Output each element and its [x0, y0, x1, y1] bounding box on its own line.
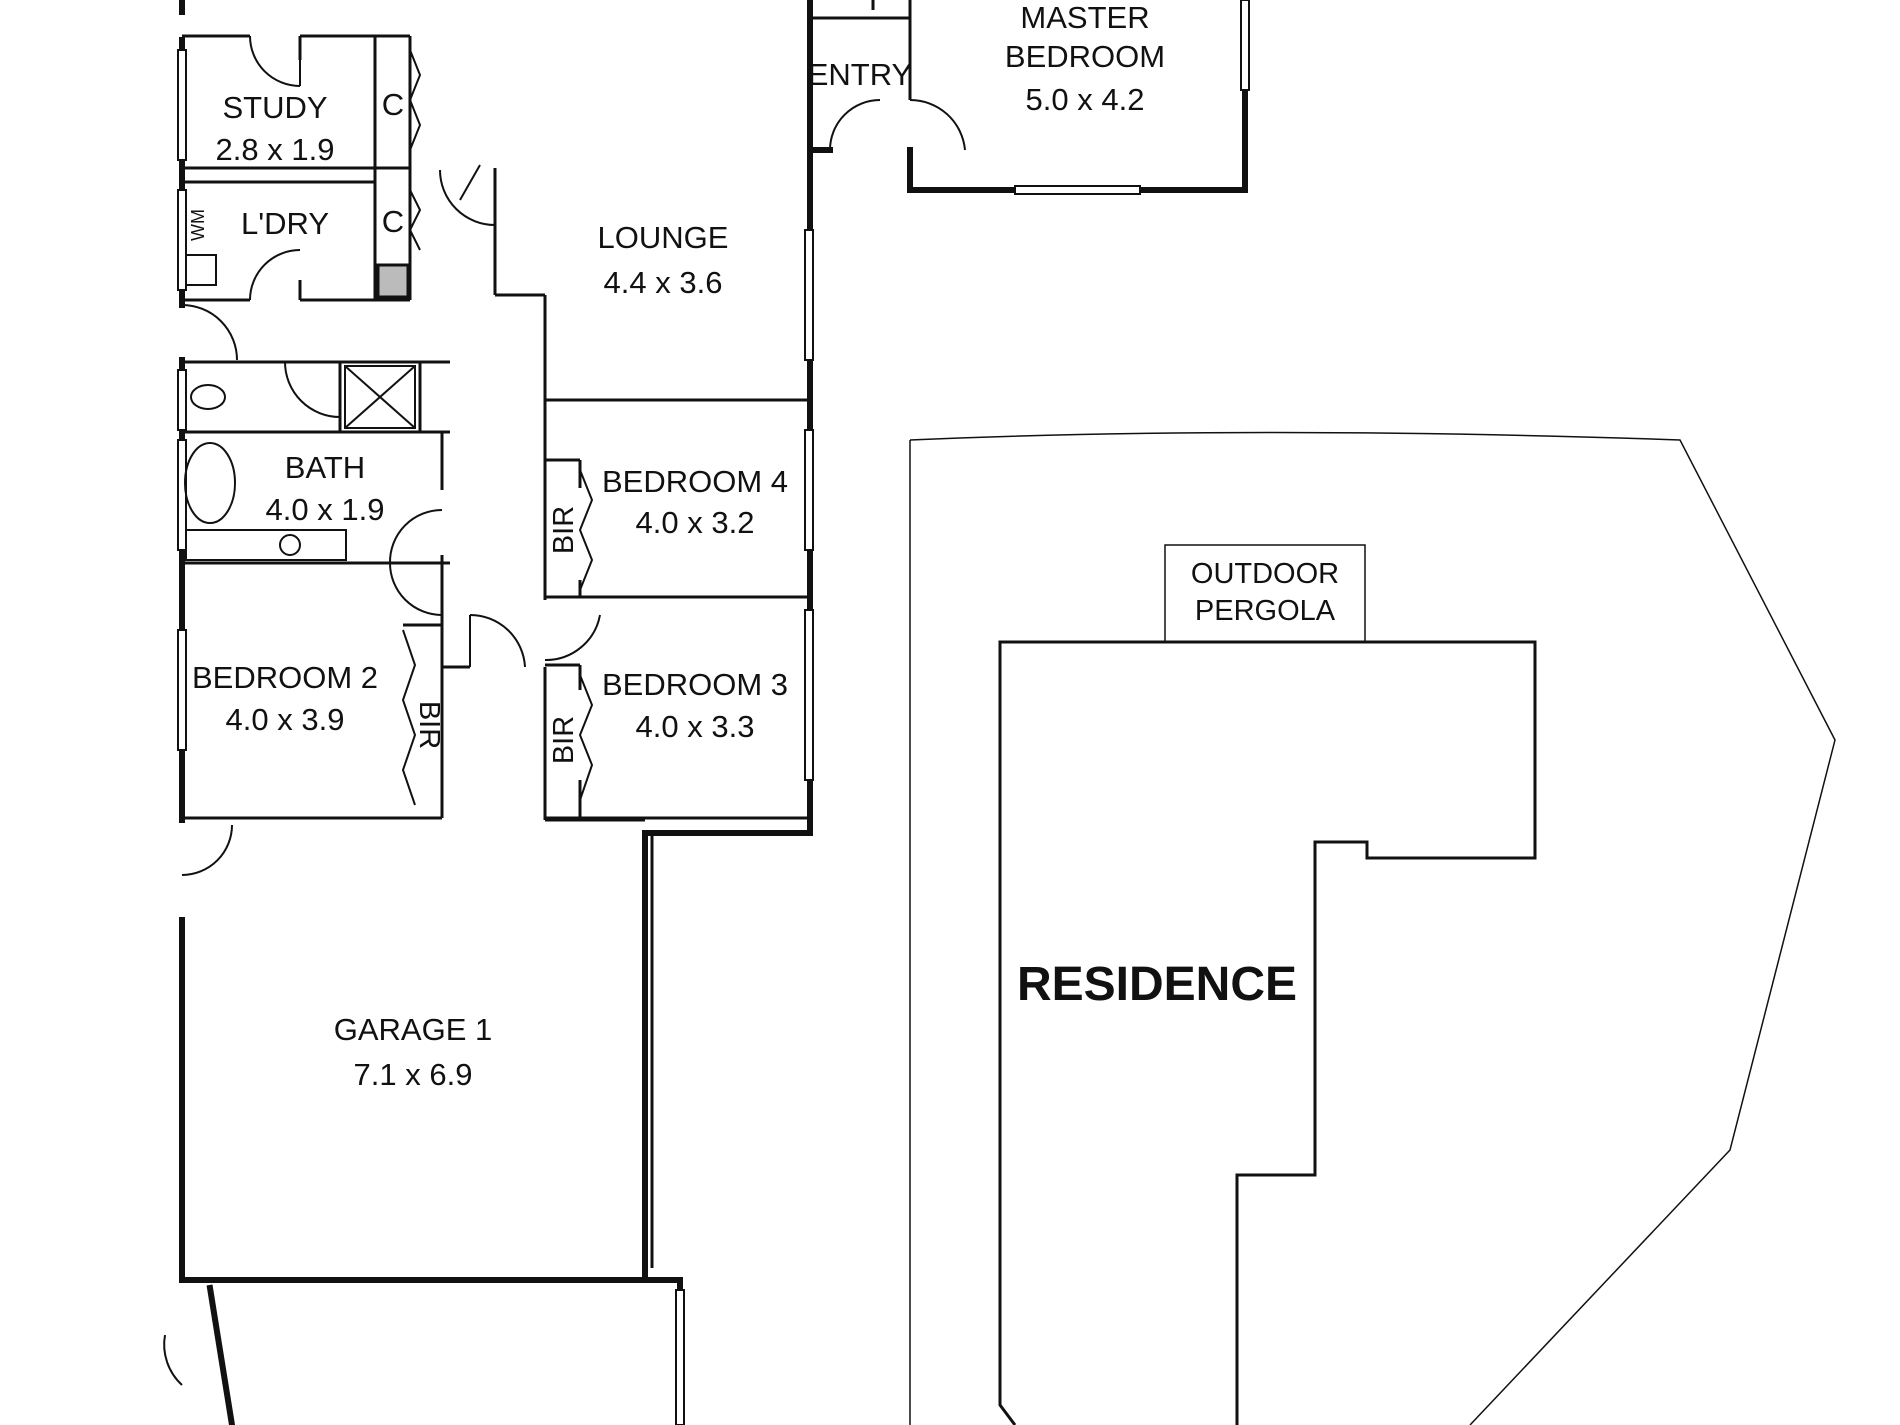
room-master-bedroom: MASTER BEDROOM 5.0 x 4.2: [1005, 0, 1165, 117]
study-name: STUDY: [222, 90, 327, 125]
bedroom4-dims: 4.0 x 3.2: [636, 505, 755, 540]
master-name-line2: BEDROOM: [1005, 39, 1165, 74]
room-bath: BATH 4.0 x 1.9: [266, 450, 385, 527]
room-study: STUDY 2.8 x 1.9: [216, 90, 335, 167]
bedroom2-name: BEDROOM 2: [192, 660, 378, 695]
toilet-icon: [190, 384, 226, 410]
room-bedroom-3: BEDROOM 3 4.0 x 3.3 BIR: [548, 667, 788, 764]
residence-label: RESIDENCE: [1017, 958, 1297, 1011]
bath-dims: 4.0 x 1.9: [266, 492, 385, 527]
room-laundry: L'DRY WM: [188, 206, 329, 241]
study-dims: 2.8 x 1.9: [216, 132, 335, 167]
bath-name: BATH: [285, 450, 365, 485]
room-bedroom-2: BEDROOM 2 4.0 x 3.9 BIR: [192, 660, 445, 749]
room-bedroom-4: BEDROOM 4 4.0 x 3.2 BIR: [548, 464, 788, 554]
washing-machine-label: WM: [188, 209, 208, 241]
bathtub-icon: [184, 442, 236, 524]
laundry-tub-icon: [185, 254, 217, 286]
cupboard-doors: [401, 49, 594, 806]
lounge-dims: 4.4 x 3.6: [604, 265, 723, 300]
bedroom3-name: BEDROOM 3: [602, 667, 788, 702]
bedroom3-dims: 4.0 x 3.3: [636, 709, 755, 744]
laundry-cupboard-label: C: [382, 204, 404, 239]
fixtures: [184, 254, 416, 561]
entry-label: ENTRY: [808, 57, 913, 92]
laundry-name: L'DRY: [241, 206, 329, 241]
site-boundary: [909, 431, 1836, 1425]
bedroom2-dims: 4.0 x 3.9: [226, 702, 345, 737]
room-lounge: LOUNGE 4.4 x 3.6: [598, 220, 729, 300]
residence-outline: [998, 640, 1537, 1425]
lounge-name: LOUNGE: [598, 220, 729, 255]
room-garage: GARAGE 1 7.1 x 6.9: [334, 1012, 493, 1092]
pergola-label-line2: PERGOLA: [1195, 595, 1336, 627]
pergola-label-line1: OUTDOOR: [1191, 558, 1339, 590]
door-swings: [163, 35, 966, 1386]
study-cupboard-label: C: [382, 87, 404, 122]
bedroom3-bir-label: BIR: [548, 716, 580, 764]
bedroom4-bir-label: BIR: [548, 506, 580, 554]
interior-walls: [182, 0, 912, 1268]
bedroom2-bir-label: BIR: [413, 701, 445, 749]
master-dims: 5.0 x 4.2: [1026, 82, 1145, 117]
garage-dims: 7.1 x 6.9: [354, 1057, 473, 1092]
windows: [177, 0, 1250, 1425]
bedroom4-name: BEDROOM 4: [602, 464, 788, 499]
basin-icon: [279, 534, 301, 556]
master-name-line1: MASTER: [1020, 0, 1149, 35]
garage-name: GARAGE 1: [334, 1012, 493, 1047]
shower-icon: [344, 365, 416, 429]
